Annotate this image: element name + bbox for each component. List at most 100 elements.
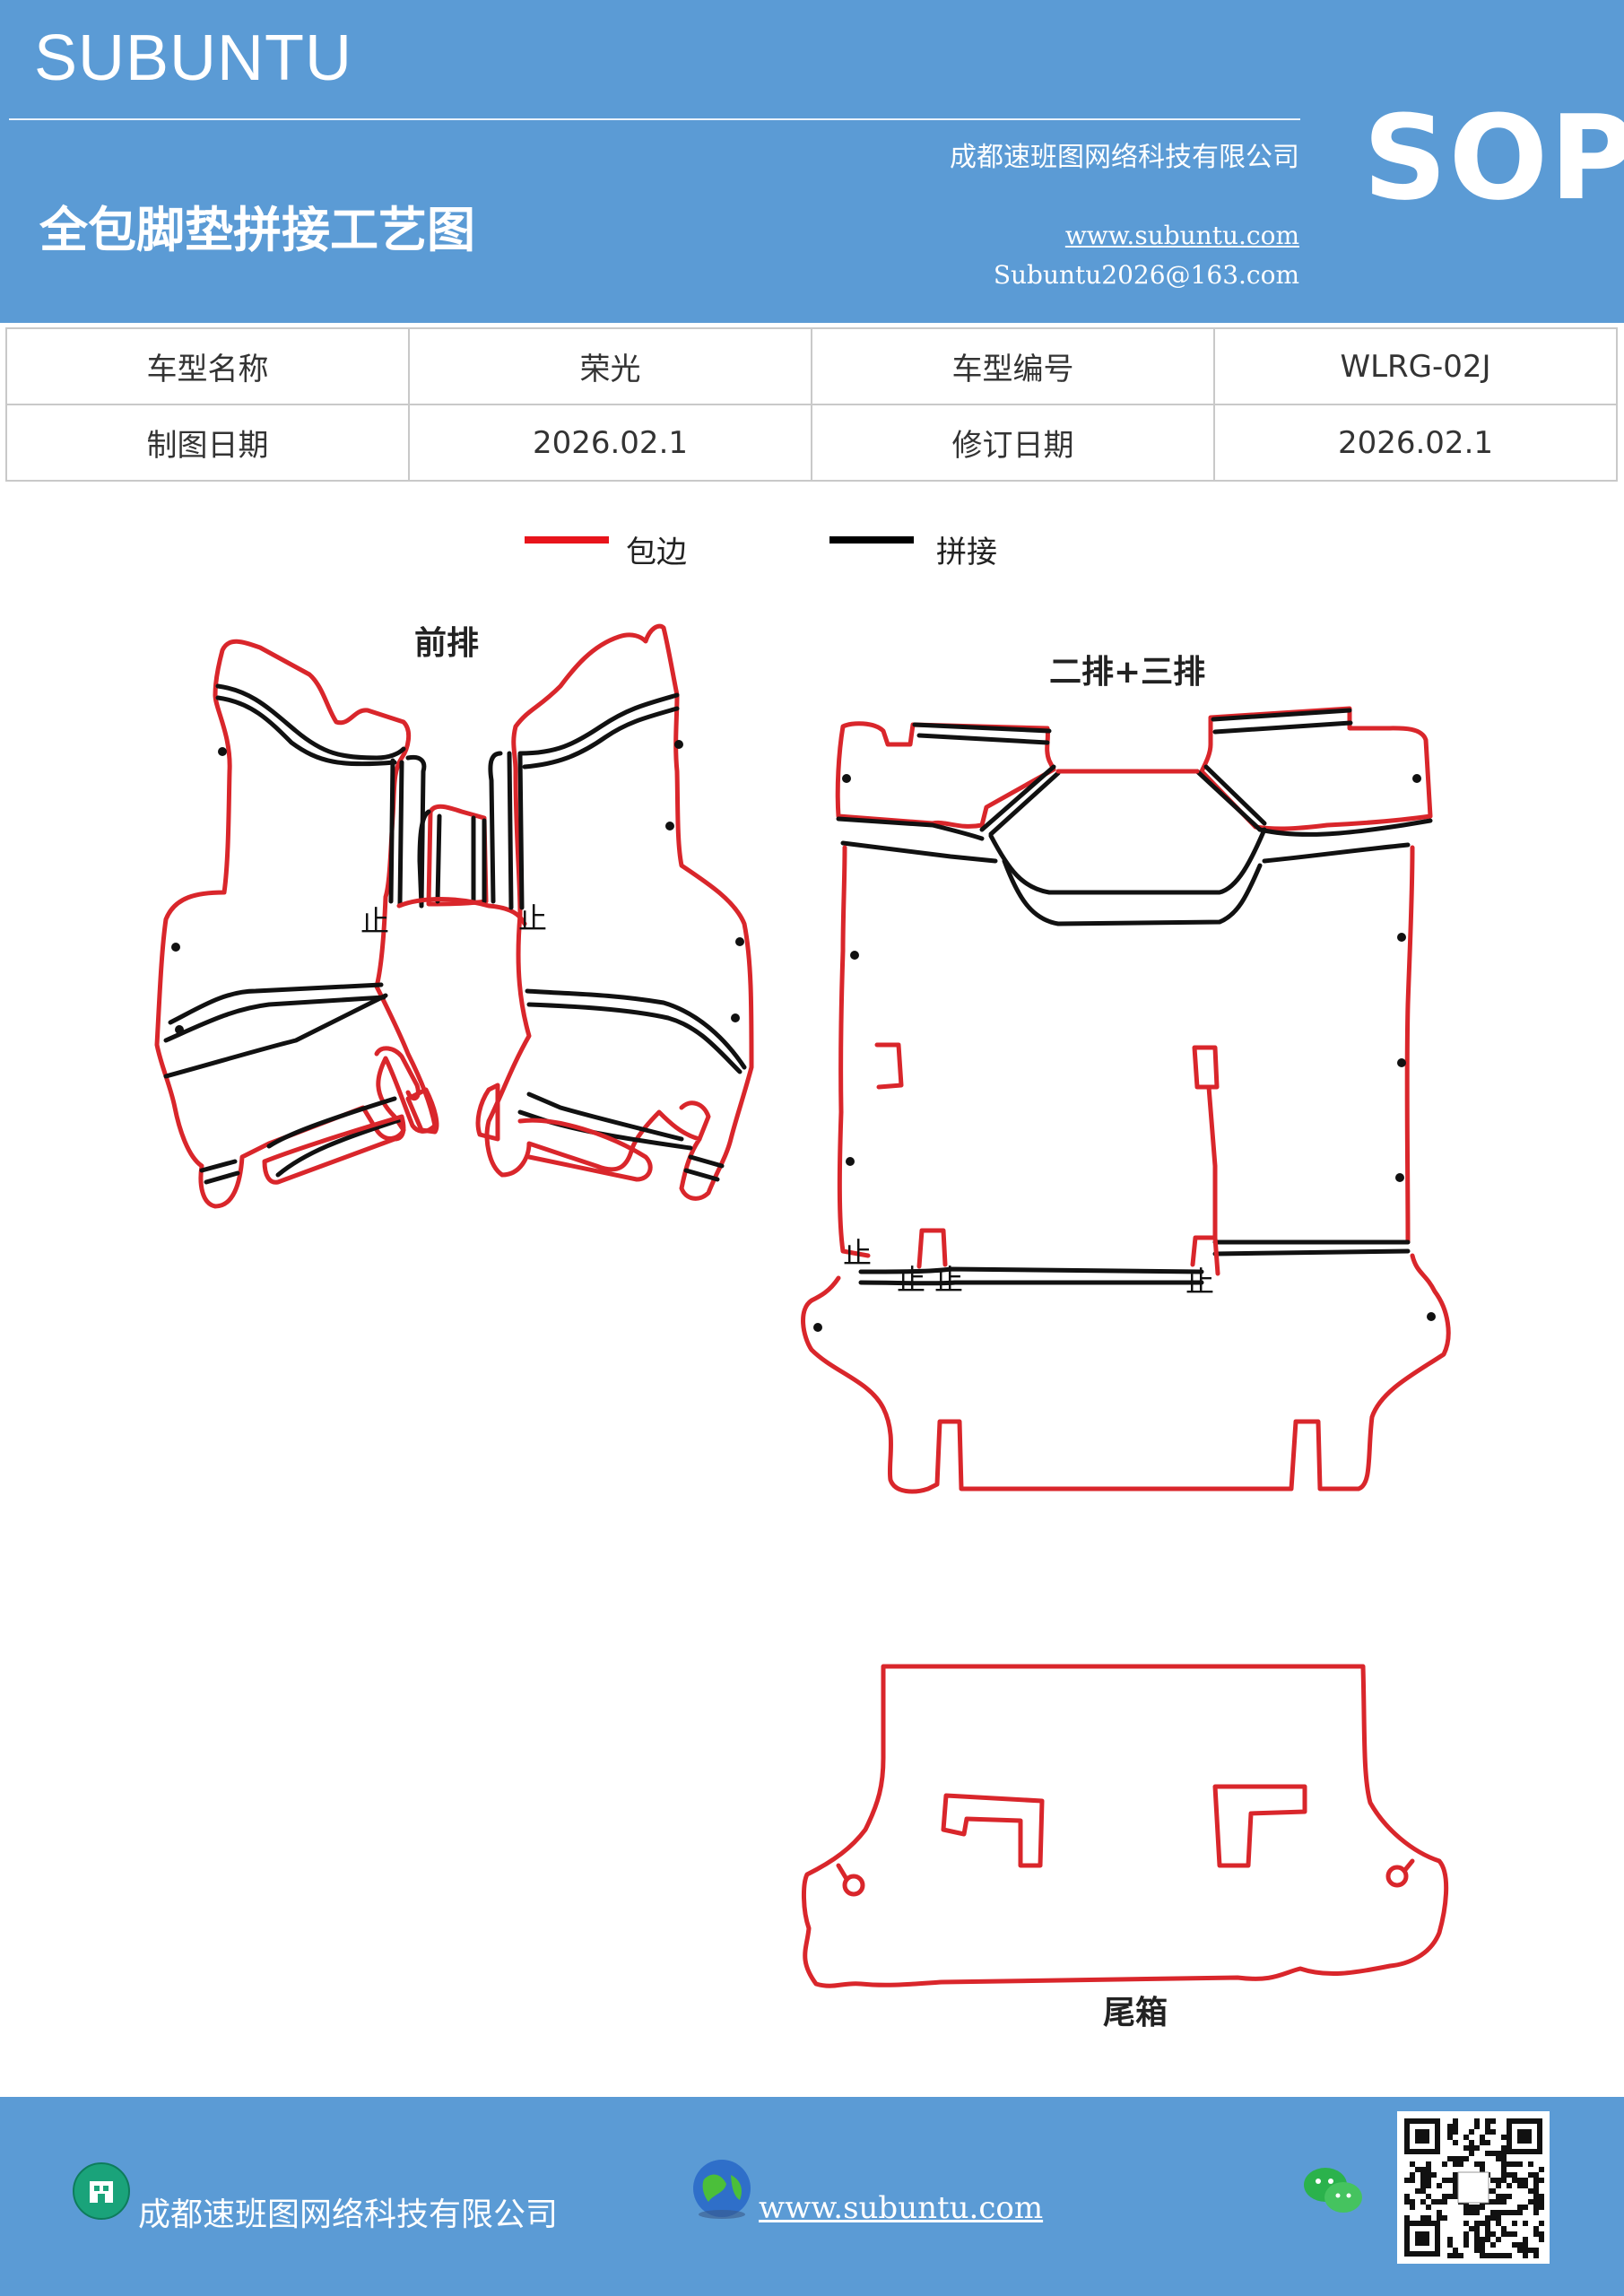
header-website-link[interactable]: www.subuntu.com (1064, 221, 1299, 250)
rear-row-top-left (835, 721, 1056, 829)
qr-module (1490, 2199, 1496, 2205)
qr-module (1480, 2253, 1485, 2258)
qr-module (1415, 2188, 1420, 2194)
qr-module (1404, 2178, 1410, 2183)
qr-module (1512, 2161, 1517, 2167)
front-left-flap (262, 1114, 406, 1185)
qr-module (1474, 2221, 1480, 2226)
qr-module (1453, 2183, 1458, 2188)
qr-module (1501, 2156, 1507, 2161)
qr-module (1426, 2215, 1431, 2221)
anchor-dot (665, 822, 674, 831)
stop-mark: 止 (934, 1263, 963, 1297)
qr-module (1480, 2167, 1485, 2172)
qr-module (1501, 2145, 1507, 2151)
qr-module (1533, 2205, 1539, 2210)
rear-row-seam (836, 816, 998, 864)
qr-module (1533, 2253, 1539, 2258)
qr-module (1507, 2183, 1512, 2188)
qr-module (1485, 2118, 1490, 2124)
qr-module (1539, 2221, 1544, 2226)
qr-module (1474, 2205, 1480, 2210)
qr-module (1474, 2237, 1480, 2242)
qr-module (1404, 2199, 1410, 2205)
legend-label-edge: 包边 (626, 535, 687, 570)
qr-module (1469, 2140, 1474, 2145)
header-email[interactable]: Subuntu2026@163.com (993, 260, 1299, 290)
qr-module (1533, 2183, 1539, 2188)
header-band (0, 0, 1624, 323)
trunk-hook-line (836, 1858, 1415, 1882)
qr-module (1501, 2135, 1507, 2140)
front-left-seam (215, 683, 406, 761)
qr-module (1528, 2172, 1533, 2178)
qr-module (1501, 2178, 1507, 2183)
qr-module (1463, 2145, 1469, 2151)
qr-module (1474, 2242, 1480, 2248)
legend-swatch-edge (525, 536, 609, 544)
qr-module (1533, 2231, 1539, 2237)
qr-module (1539, 2205, 1544, 2210)
table-cell: WLRG-02J (1213, 327, 1618, 405)
qr-module (1426, 2183, 1431, 2188)
qr-module (1469, 2145, 1474, 2151)
qr-module (1507, 2172, 1512, 2178)
rear-row-clip (874, 1042, 904, 1090)
qr-module (1512, 2210, 1517, 2215)
qr-module (1447, 2124, 1453, 2129)
qr-module (1447, 2253, 1453, 2258)
qr-module (1420, 2167, 1426, 2172)
qr-module (1420, 2172, 1426, 2178)
qr-module (1507, 2161, 1512, 2167)
qr-module (1404, 2194, 1410, 2199)
qr-module (1523, 2183, 1528, 2188)
qr-module (1501, 2253, 1507, 2258)
qr-module (1420, 2199, 1426, 2205)
trunk-hook (1385, 1865, 1409, 1888)
qr-module (1507, 2231, 1512, 2237)
table-row: 车型名称 荣光 车型编号 WLRG-02J (5, 327, 1618, 405)
anchor-dot (846, 1157, 855, 1166)
rear-row-tab (1190, 1235, 1220, 1276)
qr-module (1447, 2135, 1453, 2140)
qr-module (1410, 2205, 1415, 2210)
qr-module (1496, 2178, 1501, 2183)
front-left-mat (154, 639, 439, 1209)
qr-module (1453, 2172, 1458, 2178)
footer-website-link[interactable]: www.subuntu.com (759, 2190, 1044, 2226)
qr-module (1463, 2221, 1469, 2226)
qr-module (1453, 2161, 1458, 2167)
qr-module (1523, 2242, 1528, 2248)
qr-module (1501, 2161, 1507, 2167)
globe-icon (690, 2157, 753, 2220)
wechat-icon[interactable] (1302, 2163, 1365, 2217)
qr-module (1410, 2161, 1415, 2167)
qr-module (1507, 2210, 1512, 2215)
qr-module (1420, 2178, 1426, 2183)
front-right-flap (679, 1100, 711, 1142)
trunk-outline (802, 1664, 1449, 1988)
anchor-dot (218, 747, 227, 756)
qr-module (1442, 2178, 1447, 2183)
qr-module (1501, 2194, 1507, 2199)
table-row: 制图日期 2026.02.1 修订日期 2026.02.1 (5, 404, 1618, 482)
table-cell: 荣光 (408, 327, 812, 405)
qr-module (1426, 2167, 1431, 2172)
front-right-seam (488, 751, 525, 910)
qr-module (1523, 2253, 1528, 2258)
qr-module (1453, 2140, 1458, 2145)
front-right-mat (475, 623, 754, 1201)
qr-module (1512, 2221, 1517, 2226)
qr-module (1523, 2248, 1528, 2253)
qr-module (1458, 2161, 1463, 2167)
rear-row-seam (1194, 764, 1267, 832)
front-right-flap (475, 1083, 500, 1142)
qr-module (1528, 2161, 1533, 2167)
qr-module (1512, 2242, 1517, 2248)
qr-module (1447, 2194, 1453, 2199)
qr-module (1480, 2248, 1485, 2253)
anchor-dot (735, 937, 744, 946)
front-right-flap (517, 1118, 653, 1182)
qr-module (1426, 2205, 1431, 2210)
qr-module (1480, 2237, 1485, 2242)
